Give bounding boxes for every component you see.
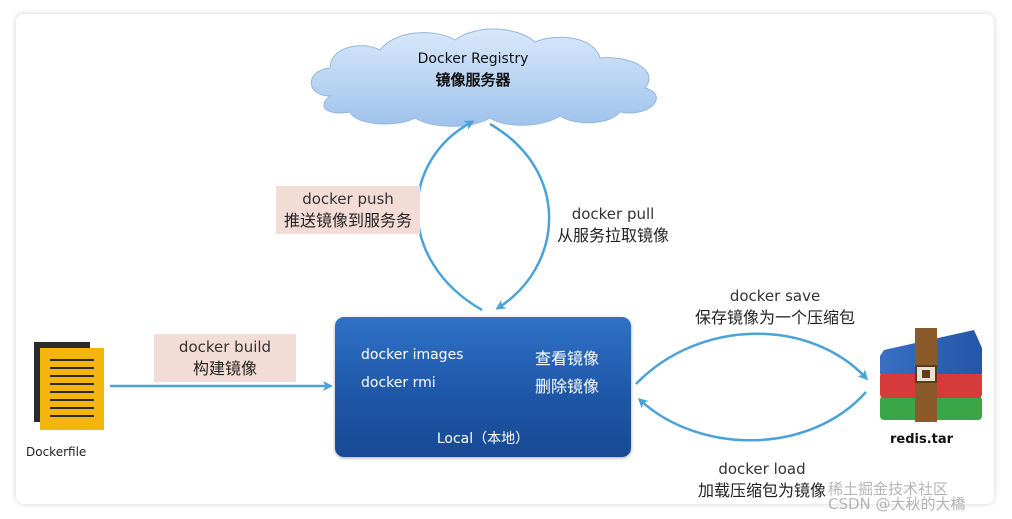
pull-cmd: docker pull (571, 205, 655, 223)
local-title: Local（本地） (436, 431, 530, 447)
desc-rmi: 删除镜像 (535, 377, 600, 396)
dockerfile-label: Dockerfile (26, 445, 87, 459)
watermark: 稀土掘金技术社区 CSDN @大秋的大橋 (828, 480, 966, 513)
save-cmd: docker save (729, 287, 821, 305)
registry-subtitle: 镜像服务器 (435, 71, 511, 89)
load-label: docker load 加载压缩包为镜像 (684, 458, 840, 502)
build-cmd: docker build (178, 338, 272, 356)
document-icon (34, 342, 104, 430)
registry-title: Docker Registry (417, 51, 529, 67)
build-desc: 构建镜像 (192, 359, 257, 378)
cloud-icon (310, 28, 657, 127)
load-cmd: docker load (718, 460, 806, 478)
tar-label: redis.tar (890, 432, 954, 447)
pull-desc: 从服务拉取镜像 (556, 226, 669, 245)
save-desc: 保存镜像为一个压缩包 (694, 308, 855, 327)
cmd-images: docker images (361, 347, 464, 363)
archive-icon (880, 328, 982, 422)
save-arrow (635, 332, 869, 385)
load-arrow (637, 391, 867, 442)
build-label: docker build 构建镜像 (154, 334, 296, 382)
pull-label: docker pull 从服务拉取镜像 (548, 203, 678, 247)
push-desc: 推送镜像到服务务 (284, 211, 413, 230)
pull-arrow (489, 122, 551, 310)
registry-label: Docker Registry 镜像服务器 (398, 49, 548, 91)
local-box: docker images 查看镜像 docker rmi 删除镜像 Local… (335, 317, 631, 457)
save-label: docker save 保存镜像为一个压缩包 (680, 285, 870, 329)
load-desc: 加载压缩包为镜像 (697, 481, 826, 500)
desc-images: 查看镜像 (535, 349, 600, 368)
push-label: docker push 推送镜像到服务务 (276, 186, 420, 234)
cmd-rmi: docker rmi (361, 375, 436, 391)
push-arrow (416, 120, 483, 312)
push-cmd: docker push (302, 190, 394, 208)
